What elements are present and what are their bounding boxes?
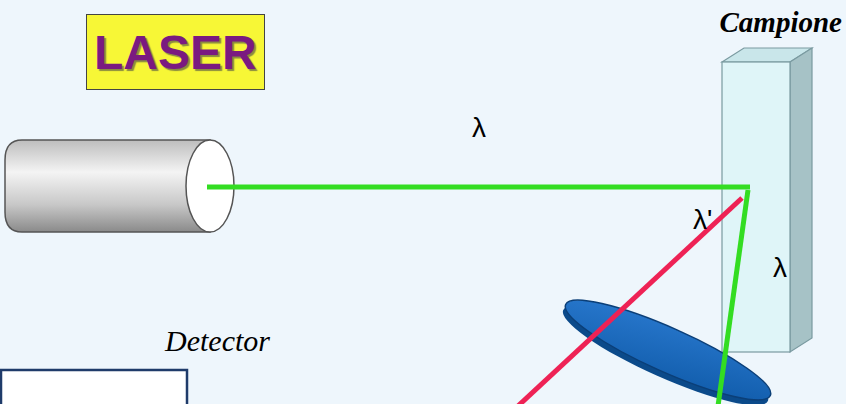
sample-heading: Campione bbox=[690, 6, 842, 39]
laser-title: LASER bbox=[94, 25, 257, 80]
detector-label: Detector bbox=[165, 324, 270, 358]
wavelength-label: λ bbox=[472, 112, 486, 144]
incident-beam bbox=[207, 185, 750, 190]
wavelength-label: λ bbox=[773, 252, 787, 284]
cuvette-outline bbox=[690, 6, 846, 404]
wavelength-shifted-label: λ' bbox=[693, 204, 712, 236]
laser-tube bbox=[5, 140, 234, 232]
partial-box bbox=[1, 370, 187, 404]
sample-cuvette: Campione bbox=[690, 6, 842, 358]
laser-label-box: LASER bbox=[86, 14, 265, 90]
raman-beam bbox=[518, 198, 742, 404]
